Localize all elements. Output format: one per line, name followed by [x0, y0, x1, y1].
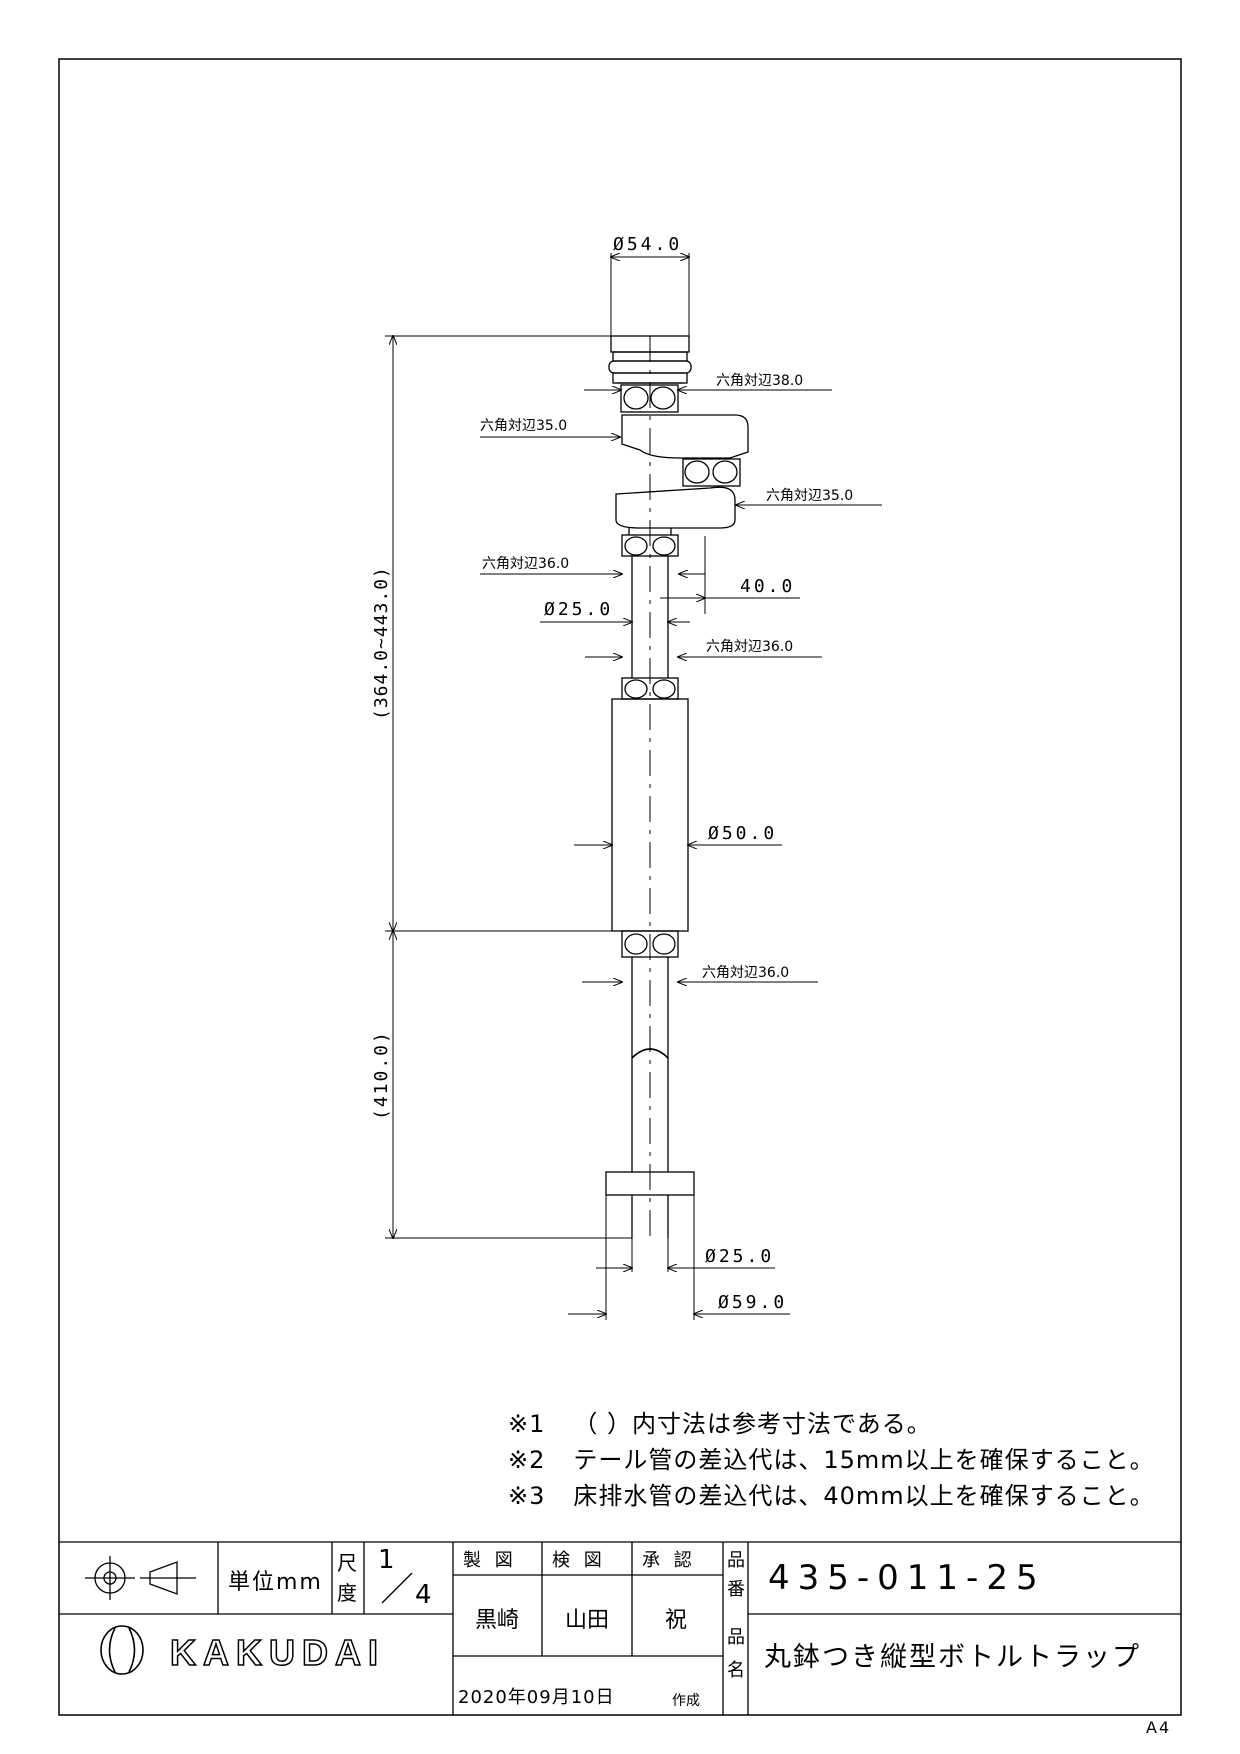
checked-by: 山田 — [565, 1608, 610, 1633]
dim-d54: Ø54.0 — [613, 234, 682, 255]
title-block — [59, 1541, 1181, 1715]
note-mark: ※2 — [508, 1446, 546, 1474]
note-3: ※3 床排水管の差込代は、40mm以上を確保すること。 — [508, 1476, 1155, 1511]
dimension-lines — [385, 253, 882, 1320]
dim-d59: Ø59.0 — [718, 1292, 787, 1313]
dim-d25-upper: Ø25.0 — [544, 599, 613, 620]
part-name-label-top: 品 — [727, 1627, 745, 1648]
drawn-label: 製 図 — [463, 1550, 517, 1571]
dim-hex36-b: 六角対辺36.0 — [706, 639, 793, 655]
flange — [605, 1171, 695, 1196]
note-mark: ※1 — [508, 1410, 546, 1438]
paper-size: A4 — [1146, 1718, 1172, 1737]
kakudai-logo-icon — [100, 1625, 144, 1675]
dim-hex35-left: 六角対辺35.0 — [480, 418, 567, 434]
created-label: 作成 — [672, 1693, 700, 1709]
upper-elbow — [621, 414, 749, 459]
dim-height-lower: (410.0) — [371, 1030, 392, 1120]
bottle-trap-drawing — [605, 335, 749, 1238]
note-text: テール管の差込代は、15mm以上を確保すること。 — [573, 1446, 1155, 1474]
dim-height-range: (364.0~443.0) — [371, 566, 392, 720]
date: 2020年09月10日 — [458, 1687, 615, 1708]
dim-hex36-c: 六角対辺36.0 — [702, 965, 789, 981]
part-no-label-top: 品 — [727, 1550, 745, 1571]
note-text: 床排水管の差込代は、40mm以上を確保すること。 — [573, 1482, 1155, 1510]
note-1: ※1 （ ）内寸法は参考寸法である。 — [508, 1404, 932, 1439]
dim-d50: Ø50.0 — [708, 823, 777, 844]
note-text: （ ）内寸法は参考寸法である。 — [573, 1410, 932, 1438]
dim-hex36-a: 六角対辺36.0 — [482, 556, 569, 572]
scale-label-bottom: 度 — [337, 1581, 357, 1605]
checked-label: 検 図 — [552, 1550, 606, 1571]
note-2: ※2 テール管の差込代は、15mm以上を確保すること。 — [508, 1440, 1155, 1475]
part-name-label-bottom: 名 — [727, 1660, 745, 1681]
lower-elbow — [615, 486, 736, 529]
part-no-label-bottom: 番 — [727, 1579, 745, 1600]
projection-symbol-icon — [85, 1556, 196, 1600]
dimension-text: Ø54.0 六角対辺38.0 六角対辺35.0 六角対辺35.0 六角対辺36.… — [371, 234, 853, 1313]
nut — [620, 384, 679, 413]
dim-hex38: 六角対辺38.0 — [716, 373, 803, 389]
dim-d25-lower: Ø25.0 — [705, 1246, 774, 1267]
part-name: 丸鉢つき縦型ボトルトラップ — [764, 1642, 1141, 1673]
dim-offset-40: 40.0 — [740, 576, 795, 597]
dim-hex35-right: 六角対辺35.0 — [766, 488, 853, 504]
approved-by: 祝 — [665, 1608, 688, 1633]
brand-name: KAKUDAI — [169, 1631, 385, 1674]
scale-denominator: 4 — [415, 1580, 432, 1610]
note-mark: ※3 — [508, 1482, 546, 1510]
drawing-frame — [58, 58, 1182, 1716]
scale-numerator: 1 — [378, 1545, 395, 1575]
drawn-by: 黒崎 — [475, 1608, 520, 1633]
part-number: 435-011-25 — [768, 1558, 1046, 1598]
unit-label: 単位mm — [228, 1570, 323, 1595]
scale-label-top: 尺 — [337, 1551, 357, 1575]
approved-label: 承 認 — [642, 1550, 696, 1571]
